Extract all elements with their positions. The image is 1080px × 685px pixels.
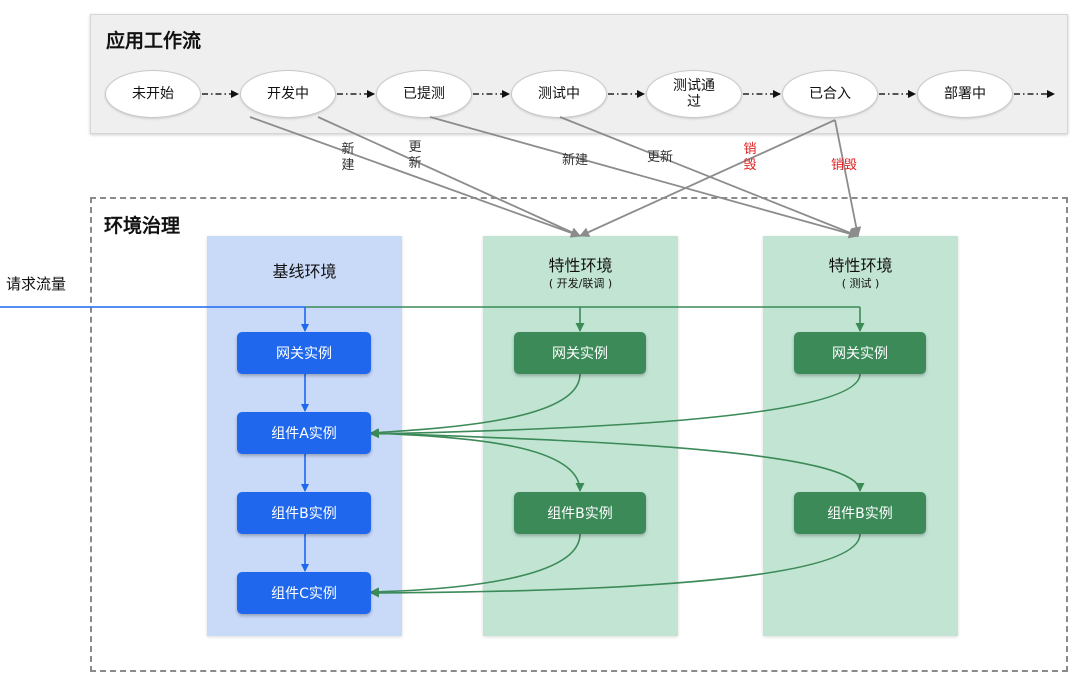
traffic-label: 请求流量	[6, 275, 67, 293]
feature-test-env-title: 特性环境	[828, 256, 893, 275]
stage-submitted-test[interactable]: 已提测	[376, 70, 472, 118]
label-update-test: 更新	[646, 150, 673, 165]
lifecycle-destroy-dev	[579, 119, 836, 237]
test-component-b-instance[interactable]: 组件B实例	[794, 492, 926, 534]
base-a-to-test-b	[370, 432, 865, 492]
label-new-dev: 新 建	[341, 142, 355, 173]
label-update-dev: 更 新	[408, 140, 422, 171]
lifecycle-update-dev	[317, 116, 581, 237]
stage-testing[interactable]: 测试中	[511, 70, 607, 118]
env-governance-frame	[90, 197, 1068, 672]
dev-gateway-instance[interactable]: 网关实例	[514, 332, 646, 374]
feature-dev-env-column	[483, 236, 678, 636]
stage-deploying[interactable]: 部署中	[917, 70, 1013, 118]
dev-b-to-base-c	[370, 533, 581, 597]
stage-test-passed[interactable]: 测试通 过	[646, 70, 742, 118]
base-a-to-dev-b	[370, 432, 585, 492]
dev-component-b-instance[interactable]: 组件B实例	[514, 492, 646, 534]
label-destroy-test: 销毁	[830, 158, 857, 173]
workflow-title: 应用工作流	[106, 30, 202, 52]
feature-test-env-column	[763, 236, 958, 636]
lifecycle-new-test	[429, 116, 859, 239]
test-b-to-base-c	[370, 533, 861, 598]
test-gateway-to-base-a	[370, 373, 861, 439]
label-destroy-dev: 销 毁	[743, 142, 757, 173]
dev-gateway-to-base-a	[370, 373, 581, 437]
stage-not-started[interactable]: 未开始	[105, 70, 201, 118]
feature-dev-env-title: 特性环境	[548, 256, 613, 275]
lifecycle-destroy-test	[834, 119, 862, 237]
base-component-c-instance[interactable]: 组件C实例	[237, 572, 371, 614]
label-new-test: 新建	[561, 153, 588, 168]
base-env-title: 基线环境	[272, 262, 337, 281]
base-component-a-instance[interactable]: 组件A实例	[237, 412, 371, 454]
base-component-b-instance[interactable]: 组件B实例	[237, 492, 371, 534]
stage-developing[interactable]: 开发中	[240, 70, 336, 118]
test-gateway-instance[interactable]: 网关实例	[794, 332, 926, 374]
base-gateway-instance[interactable]: 网关实例	[237, 332, 371, 374]
lifecycle-new-dev	[249, 116, 581, 238]
feature-dev-env-subtitle: ( 开发/联调 )	[548, 277, 613, 290]
feature-test-env-subtitle: ( 测试 )	[841, 277, 880, 290]
stage-merged[interactable]: 已合入	[782, 70, 878, 118]
env-title: 环境治理	[104, 215, 181, 237]
